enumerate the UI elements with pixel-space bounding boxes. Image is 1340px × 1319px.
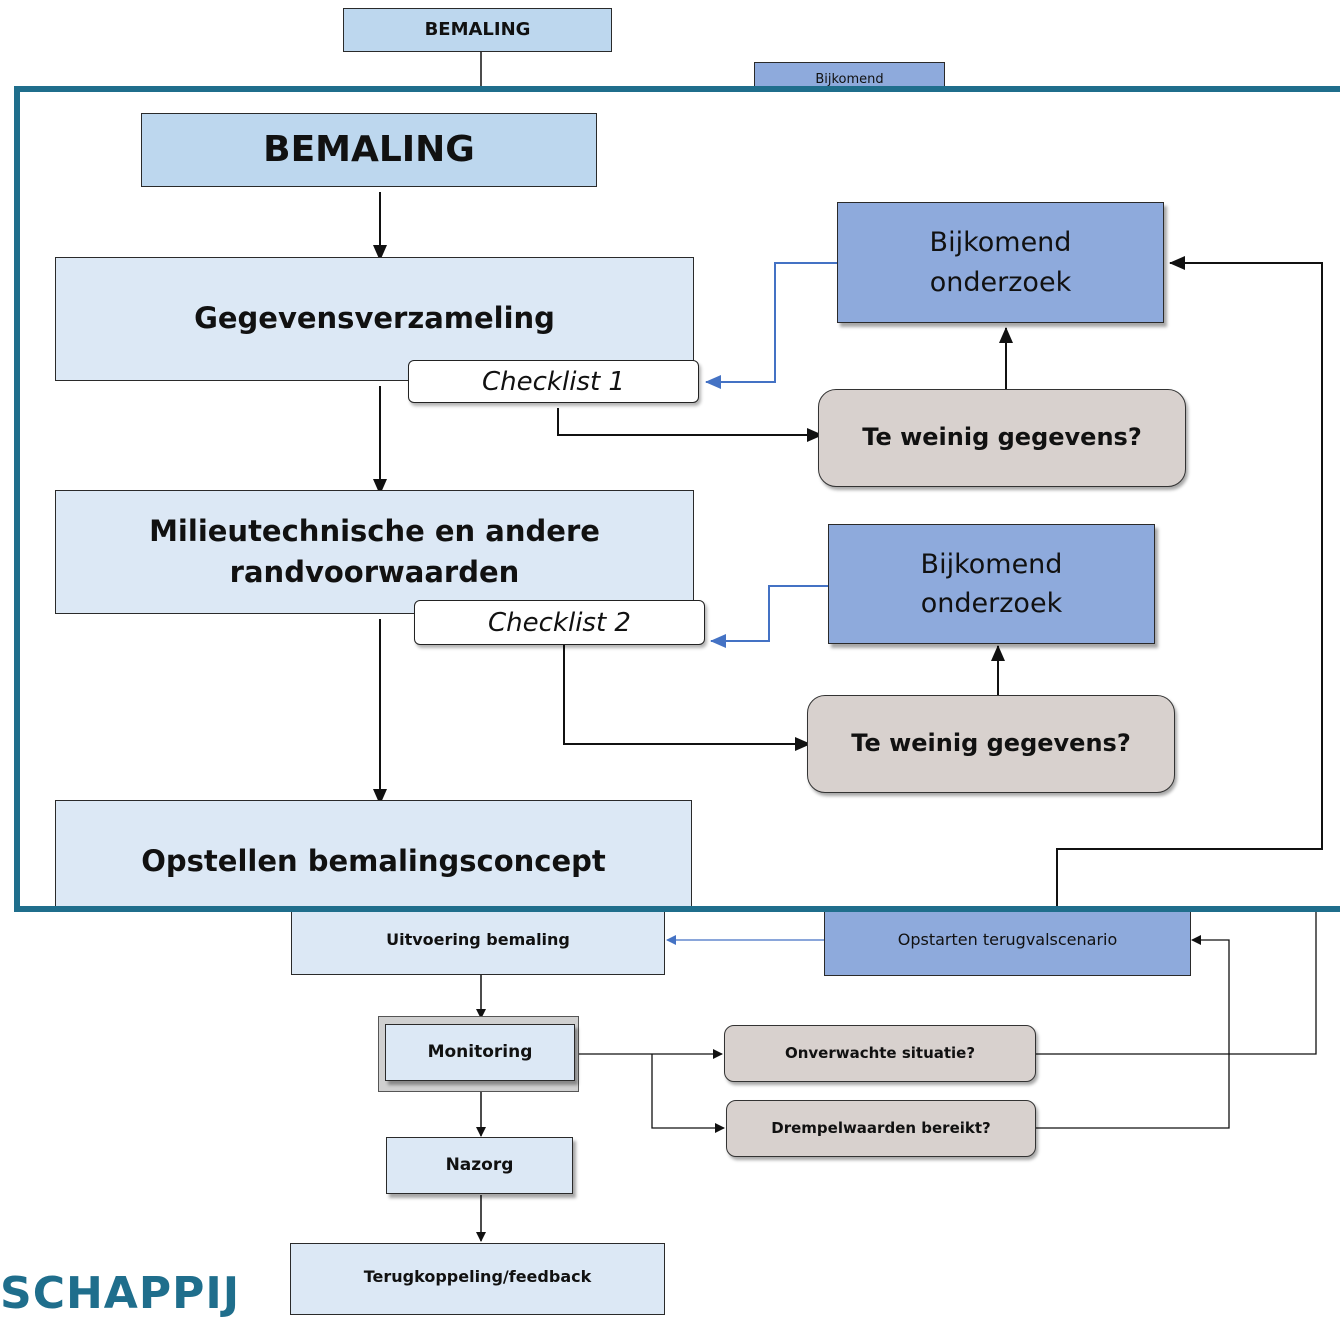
nazorg-box: Nazorg — [386, 1137, 573, 1194]
zoom-bemaling-box: BEMALING — [141, 113, 597, 187]
bg-bemaling-label: BEMALING — [424, 18, 531, 40]
bijkomend-onderzoek-2-line2: onderzoek — [920, 588, 1063, 619]
te-weinig-gegevens-1-label: Te weinig gegevens? — [862, 423, 1142, 452]
bijkomend-onderzoek-1-line2: onderzoek — [929, 266, 1072, 298]
opstarten-terugvalscenario-label: Opstarten terugvalscenario — [897, 930, 1118, 950]
checklist-1-label: Checklist 1 — [482, 366, 625, 397]
onverwachte-situatie-label: Onverwachte situatie? — [784, 1043, 976, 1062]
zoom-bemaling-label: BEMALING — [263, 129, 475, 171]
opstarten-terugvalscenario-box: Opstarten terugvalscenario — [824, 905, 1191, 976]
opstellen-bemalingsconcept-label: Opstellen bemalingsconcept — [141, 844, 606, 878]
gegevensverzameling-label: Gegevensverzameling — [194, 301, 555, 336]
terugkoppeling-box: Terugkoppeling/feedback — [290, 1243, 665, 1315]
checklist-1-tab: Checklist 1 — [408, 360, 699, 403]
terugkoppeling-label: Terugkoppeling/feedback — [363, 1267, 592, 1286]
onverwachte-situatie-box: Onverwachte situatie? — [724, 1025, 1036, 1082]
brand-logo-text: SCHAPPIJ — [0, 1268, 241, 1319]
nazorg-label: Nazorg — [445, 1154, 514, 1175]
monitoring-label: Monitoring — [427, 1041, 533, 1062]
drempelwaarden-label: Drempelwaarden bereikt? — [771, 1118, 991, 1137]
bg-bijkomend-label: Bijkomend — [815, 72, 884, 87]
uitvoering-bemaling-label: Uitvoering bemaling — [386, 929, 570, 949]
milieutechnische-line1: Milieutechnische en andere — [149, 513, 600, 548]
bijkomend-onderzoek-1-line1: Bijkomend — [929, 227, 1072, 259]
uitvoering-bemaling-box: Uitvoering bemaling — [291, 905, 665, 975]
opstellen-bemalingsconcept-box: Opstellen bemalingsconcept — [55, 800, 692, 906]
milieutechnische-line2: randvoorwaarden — [229, 555, 520, 589]
drempelwaarden-box: Drempelwaarden bereikt? — [726, 1100, 1036, 1157]
zoom-panel: BEMALING Gegevensverzameling Checklist 1… — [14, 86, 1340, 912]
monitoring-box: Monitoring — [385, 1024, 575, 1081]
te-weinig-gegevens-2-box: Te weinig gegevens? — [807, 695, 1175, 793]
bijkomend-onderzoek-2-line1: Bijkomend — [920, 548, 1063, 580]
checklist-2-tab: Checklist 2 — [414, 600, 705, 645]
bijkomend-onderzoek-2-box: Bijkomend onderzoek — [828, 524, 1155, 644]
te-weinig-gegevens-2-label: Te weinig gegevens? — [851, 729, 1131, 758]
milieutechnische-box: Milieutechnische en andere randvoorwaard… — [55, 490, 694, 614]
bg-bemaling-box: BEMALING — [343, 8, 612, 52]
checklist-2-label: Checklist 2 — [488, 607, 631, 638]
zoom-connectors — [373, 192, 1323, 906]
bijkomend-onderzoek-1-box: Bijkomend onderzoek — [837, 202, 1164, 323]
te-weinig-gegevens-1-box: Te weinig gegevens? — [818, 389, 1186, 487]
